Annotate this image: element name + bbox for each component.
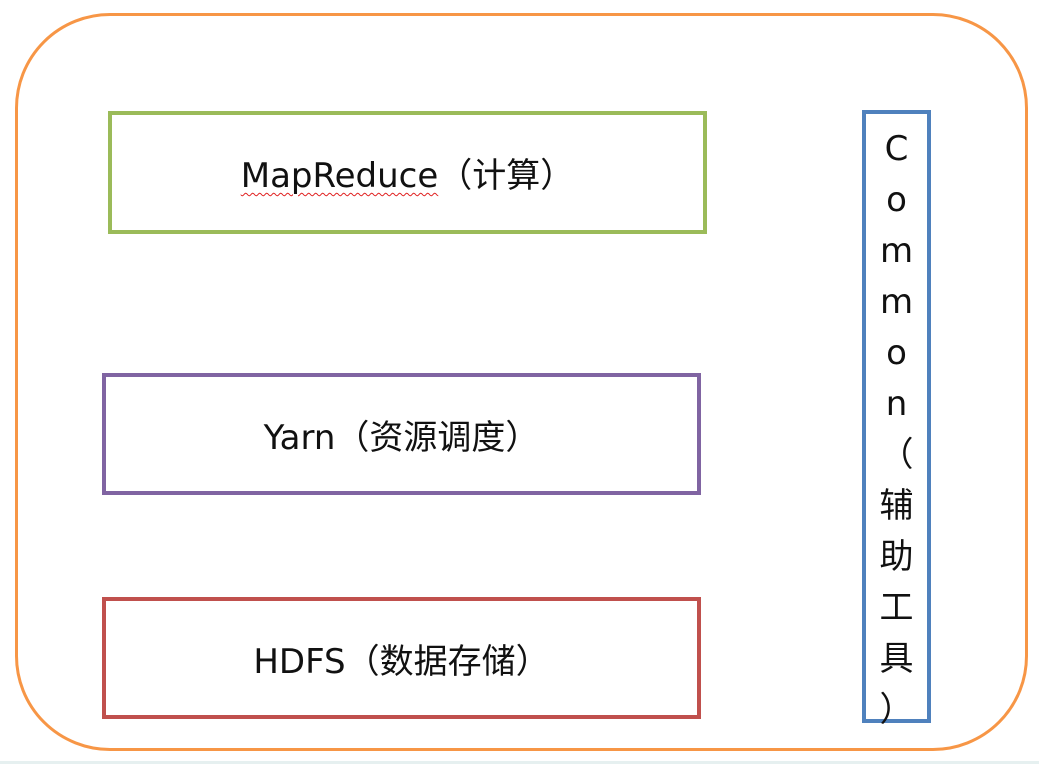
mapreduce-desc: （计算） xyxy=(438,156,575,196)
common-char: o xyxy=(886,180,907,220)
common-char: n xyxy=(885,384,908,424)
common-char: 工 xyxy=(879,588,914,628)
outer-frame xyxy=(15,13,1028,751)
hdfs-label: HDFS（数据存储） xyxy=(253,641,550,682)
mapreduce-name: MapReduce xyxy=(240,156,439,196)
common-char: 辅 xyxy=(879,486,914,526)
mapreduce-box: MapReduce（计算） xyxy=(108,111,707,234)
common-char: 具 xyxy=(879,639,914,679)
common-char: （ xyxy=(879,435,914,475)
common-char: ） xyxy=(879,690,914,730)
hdfs-box: HDFS（数据存储） xyxy=(102,597,701,719)
common-char: C xyxy=(884,129,909,169)
common-char: m xyxy=(879,231,914,271)
footer-divider xyxy=(0,761,1039,764)
common-char: 助 xyxy=(879,537,914,577)
mapreduce-label: MapReduce（计算） xyxy=(241,148,575,197)
yarn-box: Yarn（资源调度） xyxy=(102,373,701,495)
yarn-label: Yarn（资源调度） xyxy=(263,417,540,458)
common-char: m xyxy=(879,282,914,322)
common-char: o xyxy=(886,333,907,373)
